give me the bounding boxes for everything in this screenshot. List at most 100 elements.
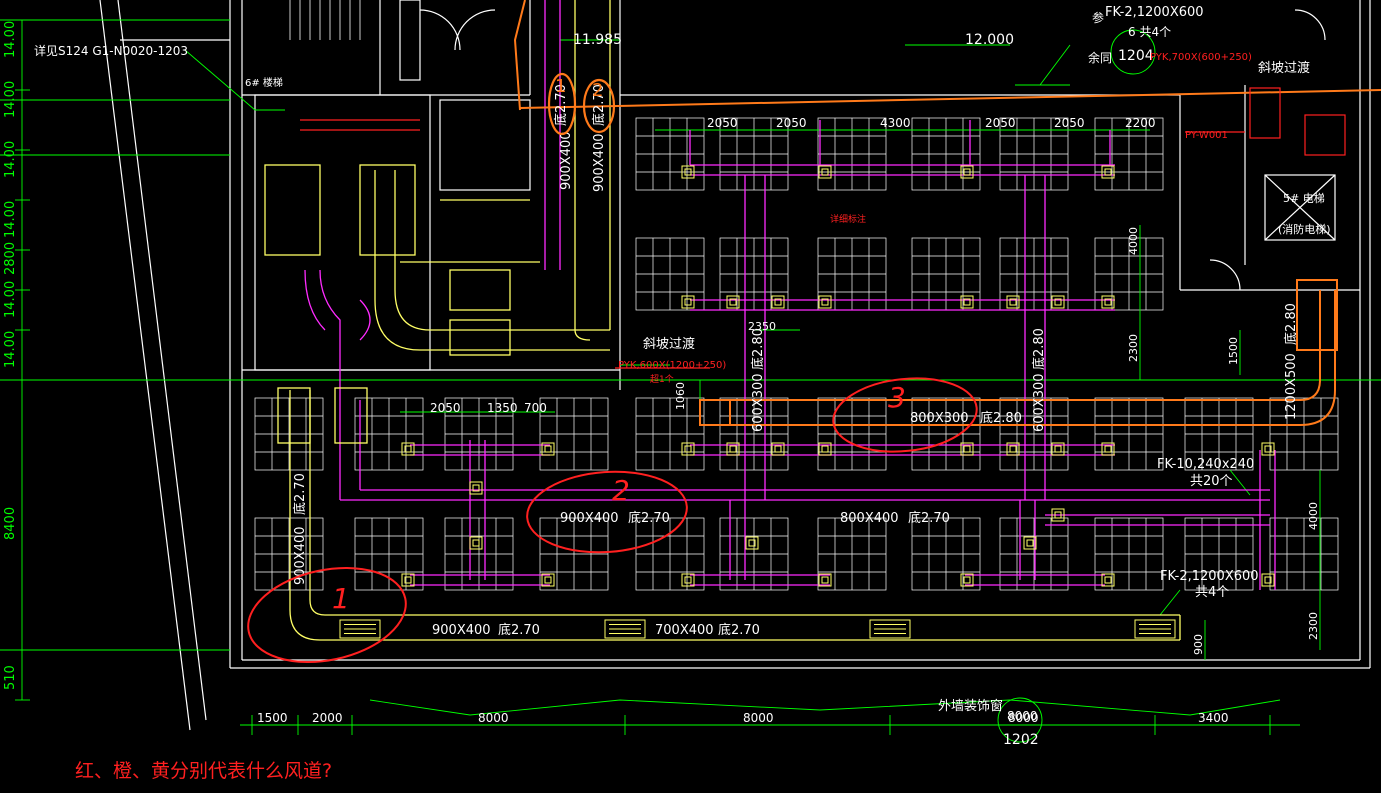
diffuser-core	[1104, 576, 1112, 584]
red-annotations	[300, 87, 1346, 369]
diffuser-core	[748, 539, 756, 547]
markup-number-2: 2	[612, 474, 630, 507]
diffuser	[1261, 442, 1275, 456]
ref-prefix: 参	[1092, 10, 1104, 25]
ceiling-module	[719, 517, 789, 591]
orange-number-2: 2	[592, 80, 603, 101]
duct-label-800x300: 800X300	[910, 411, 969, 426]
facade-label: 外墙装饰窗	[938, 698, 1003, 714]
building-walls	[99, 0, 1371, 731]
ceiling-module	[911, 517, 981, 591]
diffuser	[960, 295, 974, 309]
ceiling-module	[999, 397, 1069, 471]
ceiling-grid-modules	[254, 117, 1339, 591]
grid-1202-label: 1202	[1003, 732, 1039, 748]
diffuser	[469, 481, 483, 495]
ceiling-module	[635, 517, 705, 591]
diffuser-core	[963, 445, 971, 453]
dim-4000-b: 4000	[1307, 502, 1320, 530]
diffuser-core	[1264, 445, 1272, 453]
diffuser	[1051, 442, 1065, 456]
ceiling-module	[817, 117, 887, 191]
dim-1060: 1060	[674, 382, 687, 410]
diffuser	[818, 295, 832, 309]
fk2-bot-label: FK-2,1200X600	[1160, 569, 1259, 584]
top-dim-2: 2050	[776, 116, 807, 130]
ceiling-module	[1184, 517, 1254, 591]
dim-1500: 1500	[1227, 337, 1240, 365]
left-dim-2: 14.00	[3, 81, 18, 118]
dim-900: 900	[1192, 634, 1205, 655]
ceiling-module	[254, 517, 324, 591]
left-dim-1: 14.00	[3, 21, 18, 58]
fk-top-label: FK-2,1200X600	[1105, 5, 1204, 20]
slope-top-label: 斜坡过渡	[1258, 60, 1310, 76]
top-dim-3: 4300	[880, 116, 911, 130]
floor-grille	[869, 619, 911, 639]
slope-mid-label: 斜坡过渡	[643, 336, 695, 352]
diffuser-core	[963, 168, 971, 176]
duct-label-800x400-mid: 800X400	[840, 511, 899, 526]
red-markup	[247, 377, 978, 664]
ceiling-module	[911, 397, 981, 471]
ceiling-module	[254, 397, 324, 471]
diffuser-core	[684, 445, 692, 453]
diffuser-core	[404, 445, 412, 453]
dim-2350: 2350	[748, 320, 776, 333]
duct-label-800x300-base: 底2.80	[980, 410, 1022, 426]
diffuser	[1006, 442, 1020, 456]
diffuser-core	[1009, 445, 1017, 453]
diffuser	[681, 442, 695, 456]
diffuser	[960, 165, 974, 179]
red-note-label: 详细标注	[830, 213, 866, 225]
pyk-mid-label: PYK,600X(1200+250)	[618, 360, 726, 371]
pyw-label: PY-W001	[1185, 130, 1228, 141]
diffuser	[401, 442, 415, 456]
dim-2300: 2300	[1127, 334, 1140, 362]
mid-dim-2: 1350	[487, 401, 518, 415]
ceiling-module	[999, 517, 1069, 591]
mid-dim-3: 700	[524, 401, 547, 415]
diffuser	[1101, 573, 1115, 587]
bottom-dim-4: 8000	[743, 711, 774, 725]
bottom-dim-5: 8000	[1008, 711, 1039, 725]
elevator-label: 5# 电梯	[1283, 192, 1325, 205]
bottom-dim-2: 2000	[312, 711, 343, 725]
left-dim-8: 8400	[3, 507, 18, 540]
diffuser	[681, 573, 695, 587]
ceiling-module	[817, 517, 887, 591]
top-dim-6: 2200	[1125, 116, 1156, 130]
markup-circle-1	[247, 566, 407, 664]
diffusers	[339, 165, 1275, 639]
fk10-count: 共20个	[1190, 474, 1233, 489]
fk-top-count: 6 共4个	[1128, 25, 1171, 39]
diffuser	[1023, 536, 1037, 550]
elevation-12000: 12.000	[965, 32, 1014, 48]
duct-label-800x400-mid-base: 底2.70	[908, 510, 950, 526]
magenta-ducts	[304, 0, 1276, 590]
orange-ducts	[513, 0, 1381, 426]
diffuser	[726, 295, 740, 309]
diffuser	[771, 442, 785, 456]
diffuser-core	[729, 298, 737, 306]
top-dim-4: 2050	[985, 116, 1016, 130]
duct-label-900x400-b: 900X400	[592, 133, 607, 192]
diffuser-core	[1054, 511, 1062, 519]
duct-label-900x400-bot: 900X400	[432, 623, 491, 638]
left-dim-7: 14.00	[3, 331, 18, 368]
duct-label-900x400-a: 900X400	[559, 131, 574, 190]
ceiling-module	[444, 517, 514, 591]
diffuser	[1101, 442, 1115, 456]
ceiling-module	[354, 397, 424, 471]
diffuser-core	[1104, 168, 1112, 176]
top-dim-5: 2050	[1054, 116, 1085, 130]
left-dim-9: 510	[3, 665, 18, 690]
diffuser	[1101, 295, 1115, 309]
duct-label-600x300-a: 600X300	[751, 373, 766, 432]
duct-base-b: 底2.70	[591, 84, 607, 126]
bottom-dim-3: 8000	[478, 711, 509, 725]
diffuser-core	[963, 576, 971, 584]
diffuser-core	[774, 298, 782, 306]
